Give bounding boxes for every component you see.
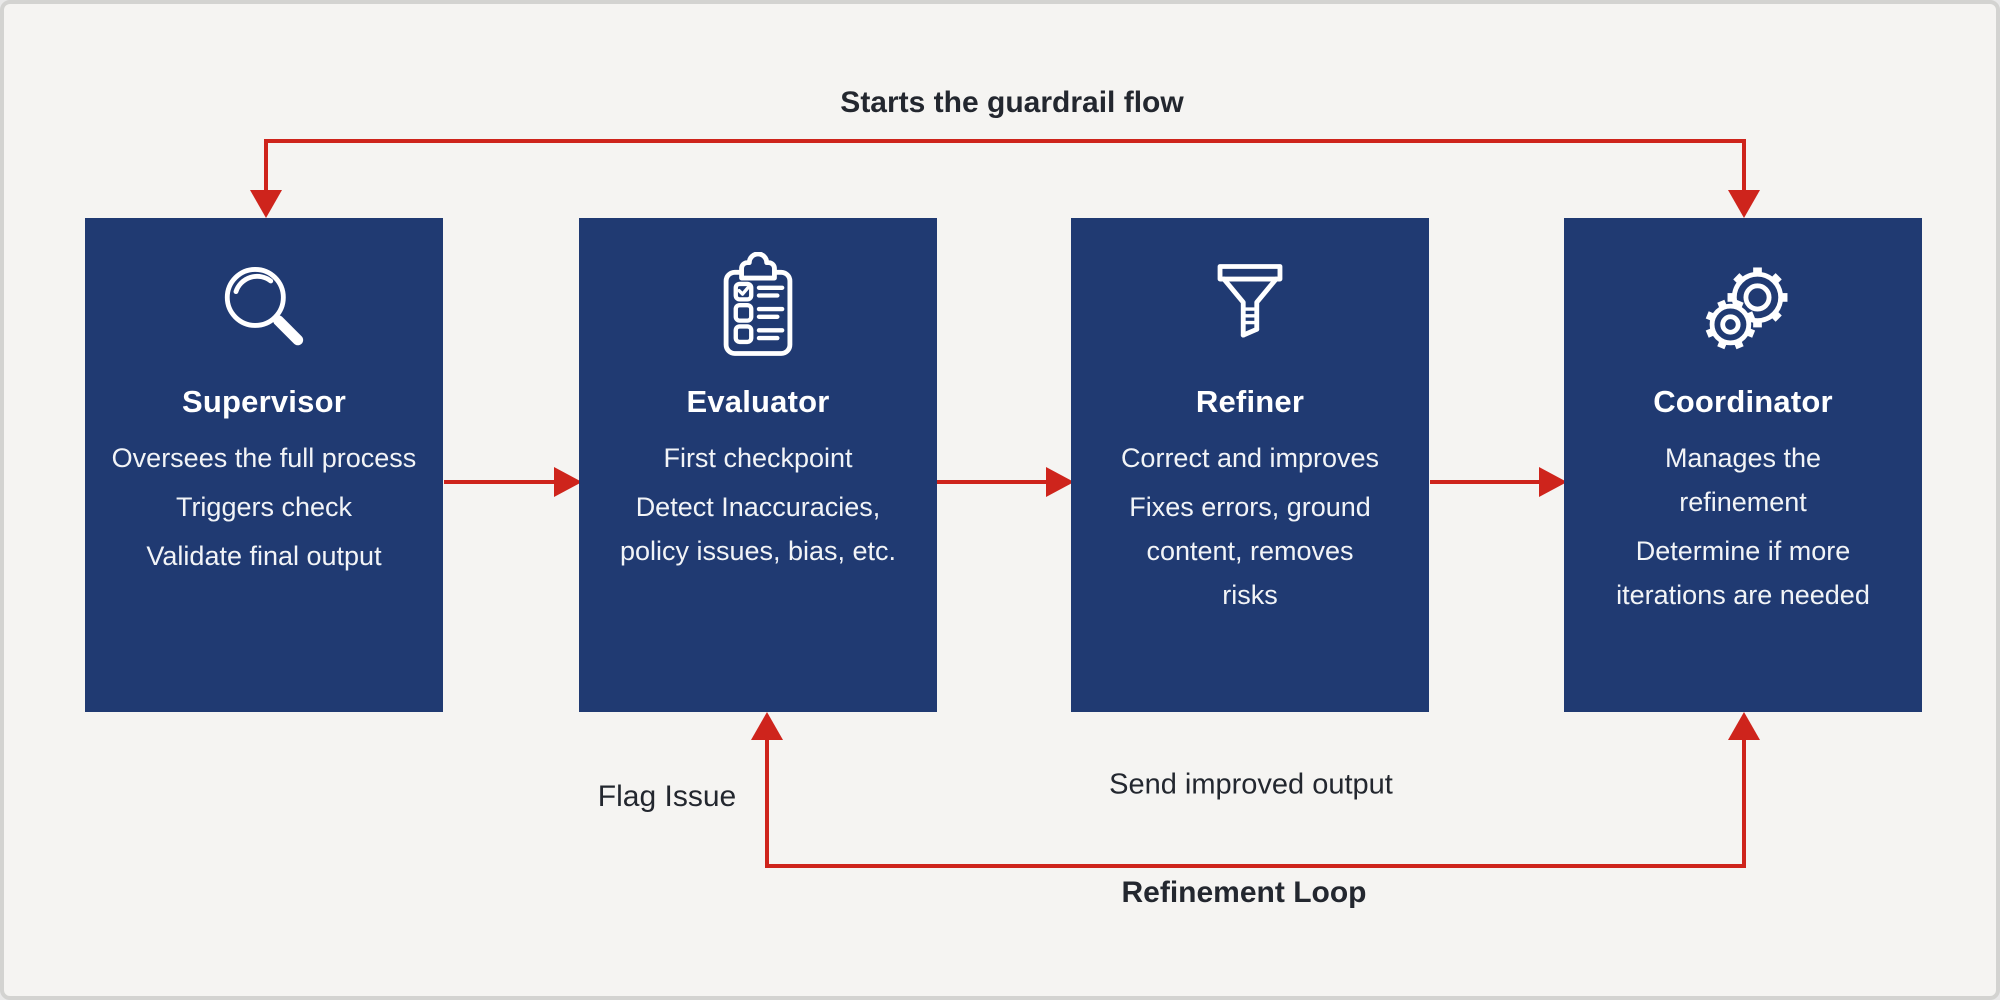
- box-body-refiner: Correct and improves Fixes errors, groun…: [1115, 436, 1385, 622]
- arrowhead-up-into-evaluator: [751, 712, 783, 740]
- arrowhead-right-into-refiner: [1046, 467, 1074, 497]
- box-text-line: Determine if more iterations are needed: [1616, 536, 1870, 610]
- box-text-line: First checkpoint: [663, 443, 853, 473]
- arrowhead-right-into-coordinator: [1539, 467, 1567, 497]
- box-text-line: Validate final output: [146, 541, 382, 571]
- box-refiner: Refiner Correct and improves Fixes error…: [1071, 218, 1429, 712]
- label-refinement-loop: Refinement Loop: [1121, 876, 1367, 909]
- box-text-line: Manages the refinement: [1664, 443, 1822, 517]
- top-connector-line: [264, 139, 1746, 210]
- label-flag-issue: Flag Issue: [597, 780, 737, 813]
- box-supervisor: Supervisor Oversees the full process Tri…: [85, 218, 443, 712]
- box-body-coordinator: Manages the refinement Determine if more…: [1588, 436, 1898, 622]
- clipboard-checklist-icon: [700, 252, 816, 368]
- funnel-icon: [1192, 252, 1308, 368]
- arrowhead-right-into-evaluator: [554, 467, 582, 497]
- box-coordinator: Coordinator Manages the refinement Deter…: [1564, 218, 1922, 712]
- box-evaluator: Evaluator First checkpoint Detect Inaccu…: [579, 218, 937, 712]
- bottom-loop-line: [765, 740, 1746, 868]
- arrowhead-up-into-coordinator-bottom: [1728, 712, 1760, 740]
- box-body-evaluator: First checkpoint Detect Inaccuracies, po…: [608, 436, 908, 578]
- box-body-supervisor: Oversees the full process Triggers check…: [112, 436, 417, 583]
- box-title-supervisor: Supervisor: [182, 384, 346, 419]
- box-text-line: Correct and improves: [1120, 443, 1380, 473]
- arrowhead-down-into-supervisor: [250, 190, 282, 218]
- box-title-evaluator: Evaluator: [686, 384, 830, 419]
- magnifier-search-icon: [206, 252, 322, 368]
- box-title-refiner: Refiner: [1195, 384, 1305, 419]
- box-text-line: Fixes errors, ground content, removes ri…: [1129, 492, 1371, 610]
- gears-icon: [1685, 252, 1801, 368]
- box-text-line: Triggers check: [175, 492, 353, 522]
- arrowhead-down-into-coordinator: [1728, 190, 1760, 218]
- box-text-line: Oversees the full process: [111, 443, 417, 473]
- label-starts-guardrail-flow: Starts the guardrail flow: [840, 86, 1184, 119]
- label-send-improved-output: Send improved output: [1109, 768, 1393, 801]
- box-text-line: Detect Inaccuracies, policy issues, bias…: [619, 492, 897, 566]
- box-title-coordinator: Coordinator: [1653, 384, 1833, 419]
